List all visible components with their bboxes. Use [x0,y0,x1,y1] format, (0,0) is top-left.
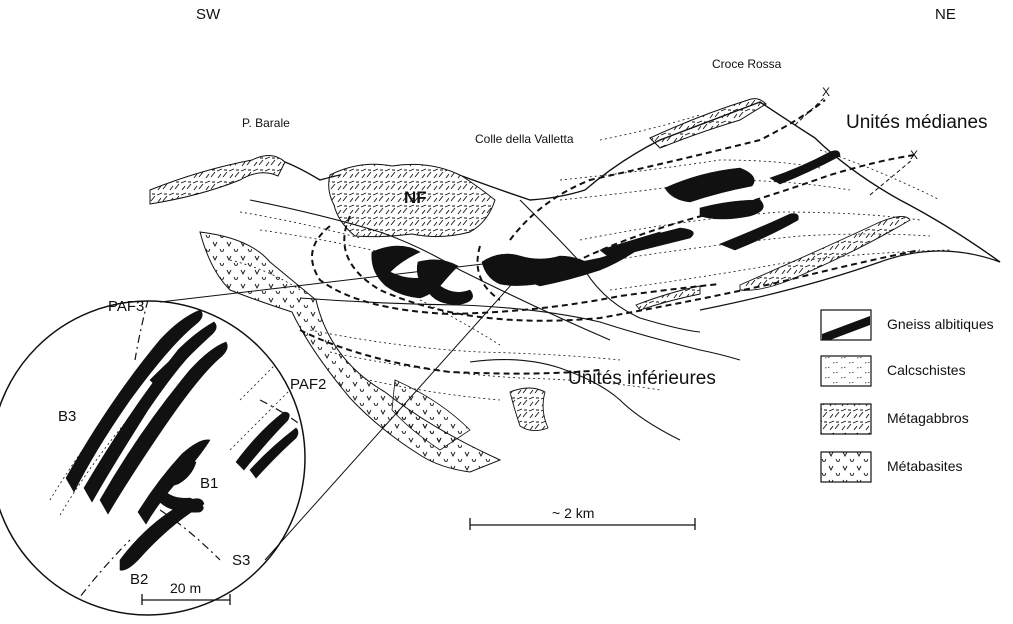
marker-x-1: X [822,85,830,99]
legend-swatches [821,310,871,482]
inset-label-b1: B1 [200,475,218,492]
inset-label-paf3: PAF3 [108,298,144,315]
metagabbro-south [510,388,548,431]
legend-swatch-calc [821,356,871,386]
main-scale-label: ~ 2 km [552,505,594,521]
orientation-sw: SW [196,6,220,23]
legend-label-metabasite: Métabasites [887,458,962,474]
inset-circle [0,301,305,615]
legend-swatch-metagabbro [821,404,871,434]
metagabbro-barale [150,155,285,204]
legend-swatch-gneiss [821,310,871,340]
inset-label-b2: B2 [130,571,148,588]
inset-label-paf2: PAF2 [290,376,326,393]
ridge-right-slope [700,251,1000,310]
label-nf: NF [404,188,427,208]
label-unites-inferieures: Unités inférieures [568,368,716,390]
legend-label-calc: Calcschistes [887,362,966,378]
valley-line-3 [300,298,740,360]
place-p-barale: P. Barale [242,116,290,130]
place-colle-della-valletta: Colle della Valletta [475,132,574,146]
metagabbro-sliver-w [636,286,700,310]
legend-swatch-metabasite [821,452,871,482]
label-unites-medianes: Unités médianes [846,112,988,134]
legend-label-metagabbro: Métagabbros [887,410,969,426]
inset-scale-label: 20 m [170,580,201,596]
inset-label-b3: B3 [58,408,76,425]
marker-x-2: X [910,148,918,162]
inset-label-s3: S3 [232,552,250,569]
legend-label-gneiss: Gneiss albitiques [887,316,994,332]
orientation-ne: NE [935,6,956,23]
place-croce-rossa: Croce Rossa [712,57,781,71]
